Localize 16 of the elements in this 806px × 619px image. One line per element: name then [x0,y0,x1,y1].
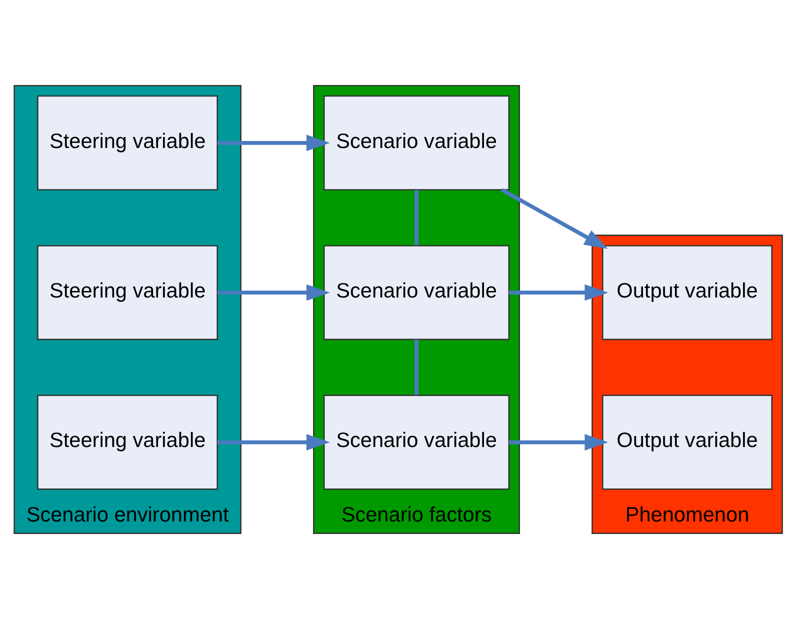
arrow [500,188,608,249]
arrow [508,434,608,450]
arrow [217,434,330,450]
node-box: Output variable [602,245,772,340]
node-box: Output variable [602,394,772,490]
connector [414,340,418,395]
arrow [217,284,330,301]
node-box: Scenario variable [322,95,510,190]
node-box: Scenario variable [322,245,510,340]
node-box: Steering variable [36,394,218,490]
node-box: Scenario variable [322,394,510,490]
connector [414,190,418,246]
arrow [508,284,608,301]
node-box: Steering variable [36,245,218,340]
arrow [217,134,330,152]
node-box: Steering variable [36,95,218,190]
